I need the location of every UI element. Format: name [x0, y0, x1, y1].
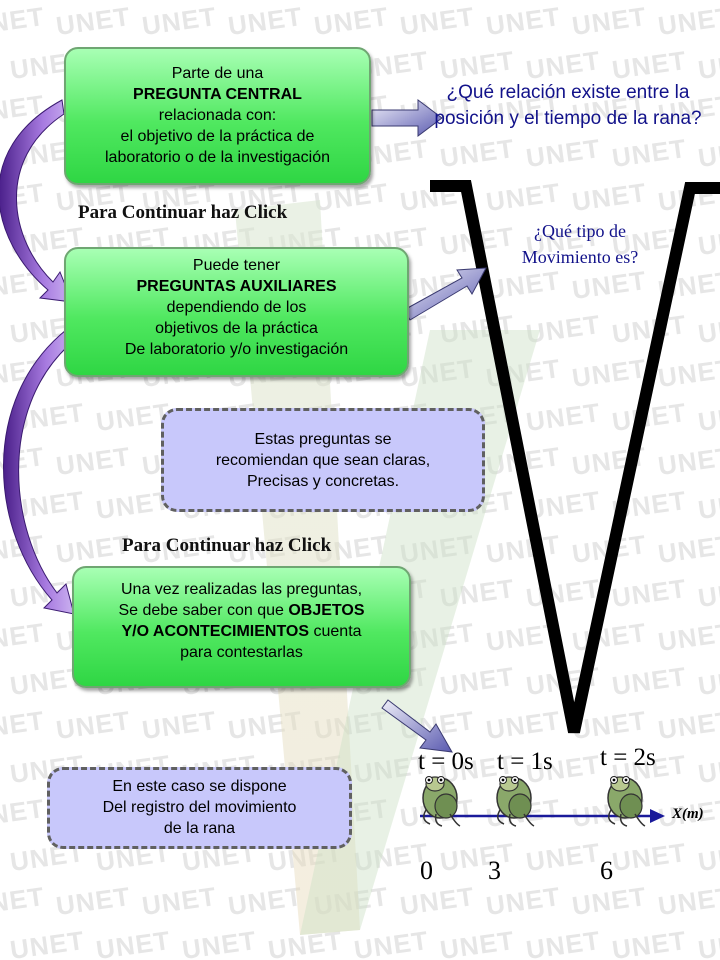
- recommendation-box: Estas preguntas se recomiendan que sean …: [161, 408, 485, 512]
- position-label-3: 3: [488, 856, 501, 885]
- time-label-0: t = 0s: [418, 748, 474, 775]
- auxiliar-question-text: ¿Qué tipo de Movimiento es?: [480, 218, 680, 270]
- box-text-line: dependiendo de los: [166, 299, 307, 316]
- arrow-to-auxiliar-question: [403, 267, 487, 321]
- box-text-line: objetivos de la práctica: [155, 320, 318, 337]
- position-label-0: 0: [420, 856, 433, 885]
- big-v-shape: [430, 180, 720, 734]
- time-label-2: t = 2s: [600, 744, 656, 771]
- box-text-line: el objetivo de la práctica de: [120, 128, 315, 145]
- box-text-segment: Se debe saber con que: [118, 602, 289, 619]
- axis-arrow-head: [650, 809, 665, 823]
- axis-label: X(m): [672, 806, 704, 822]
- curved-arrow-2: [3, 329, 75, 615]
- curved-arrow-1: [0, 99, 73, 303]
- box-text-line: laboratorio o de la investigación: [104, 149, 331, 166]
- box-text-line: PREGUNTA CENTRAL: [133, 86, 302, 103]
- position-label-6: 6: [600, 856, 613, 885]
- box-text-bold-segment: OBJETOS: [288, 602, 365, 619]
- box-text-line: Precisas y concretas.: [246, 473, 400, 490]
- box-text-line: Puede tener: [192, 257, 281, 274]
- continue-click-label-1[interactable]: Para Continuar haz Click: [78, 202, 288, 223]
- box-text-segment: cuenta: [309, 623, 362, 640]
- auxiliar-questions-box: Puede tener PREGUNTAS AUXILIARES dependi…: [64, 247, 409, 377]
- continue-click-label-2[interactable]: Para Continuar haz Click: [122, 535, 332, 556]
- box-text-line: PREGUNTAS AUXILIARES: [136, 278, 337, 295]
- box-text-line: de la rana: [163, 820, 236, 837]
- box-text-line: De laboratorio y/o investigación: [124, 341, 349, 358]
- box-text-line: Y/O ACONTECIMIENTOS cuenta: [74, 621, 409, 642]
- central-question-box: Parte de una PREGUNTA CENTRAL relacionad…: [64, 47, 371, 185]
- question-line: Movimiento es?: [521, 247, 639, 267]
- box-text-line: Una vez realizadas las preguntas,: [120, 581, 363, 598]
- box-text-line: Estas preguntas se: [254, 431, 392, 448]
- box-text-line: Del registro del movimiento: [102, 799, 297, 816]
- central-question-text: ¿Qué relación existe entre la posición y…: [434, 82, 702, 129]
- objects-events-box: Una vez realizadas las preguntas, Se deb…: [72, 566, 411, 688]
- box-text-line: para contestarlas: [180, 644, 303, 661]
- question-line: ¿Qué tipo de: [534, 221, 626, 241]
- box-text-line: Se debe saber con que OBJETOS: [74, 600, 409, 621]
- frog-icon: [607, 776, 646, 827]
- box-text-bold-segment: Y/O ACONTECIMIENTOS: [121, 623, 310, 640]
- arrow-to-central-question: [371, 99, 443, 137]
- arrow-to-frog-record: [381, 699, 453, 753]
- box-text-line: recomiendan que sean claras,: [215, 452, 431, 469]
- box-text-line: Parte de una: [171, 65, 264, 82]
- frog-record-box: En este caso se dispone Del registro del…: [47, 767, 352, 849]
- frog-icon: [496, 776, 535, 827]
- box-text-line: relacionada con:: [158, 107, 277, 124]
- time-label-1: t = 1s: [497, 748, 553, 775]
- frog-icon: [422, 776, 461, 827]
- box-text-line: En este caso se dispone: [112, 778, 287, 795]
